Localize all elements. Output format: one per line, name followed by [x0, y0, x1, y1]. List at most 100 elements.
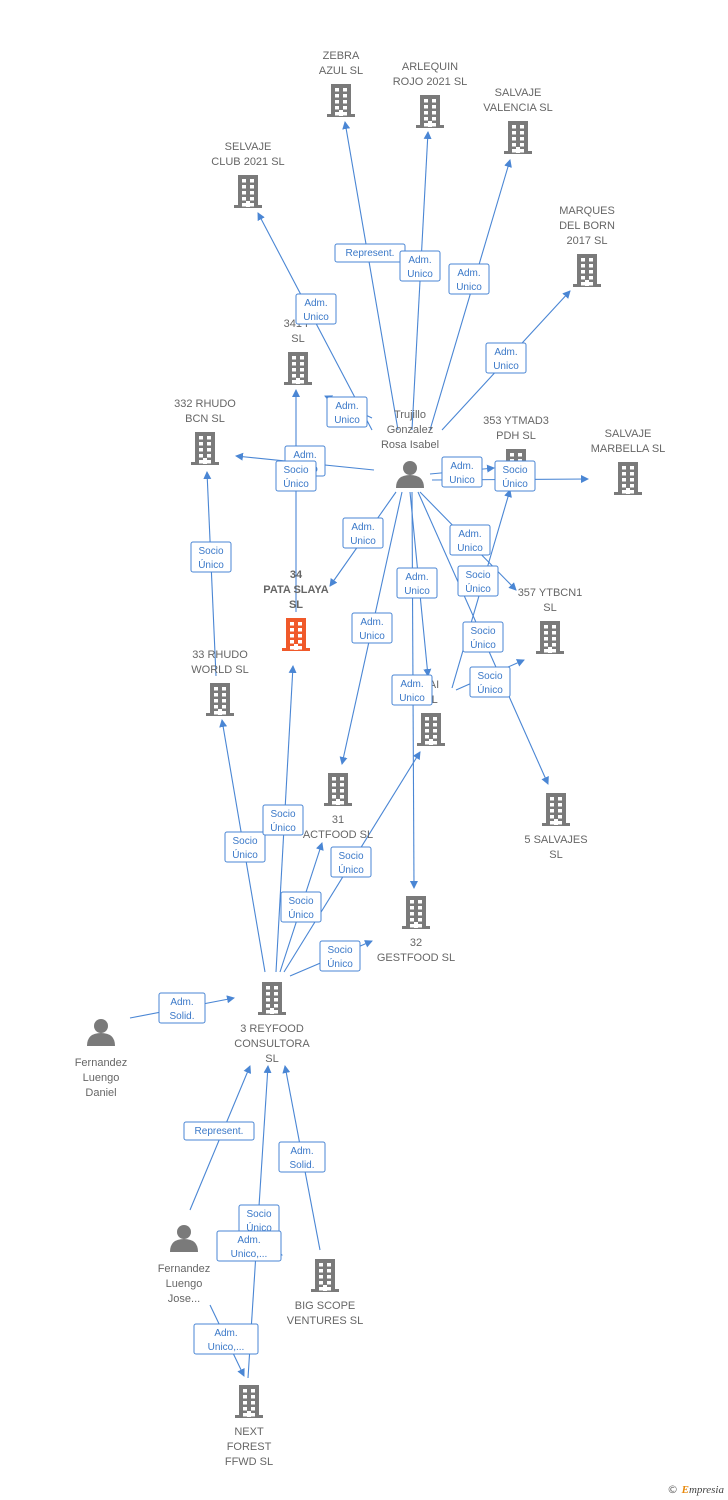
node-label: Gonzalez: [387, 424, 433, 436]
edge-label-text: Socio: [283, 465, 308, 476]
edge-label-box: [494, 460, 536, 492]
edge-label-fl_jose-to-reyfood[interactable]: Represent.: [183, 1121, 255, 1141]
node-label: Jose...: [168, 1293, 200, 1305]
node-label: VENTURES SL: [287, 1315, 363, 1327]
edge-label-trujillo-to-zebra[interactable]: Represent.: [334, 243, 406, 263]
node-label: AZUL SL: [319, 65, 363, 77]
edge-label-text: Unico: [399, 693, 425, 704]
edge-label-text: Socio: [288, 896, 313, 907]
edge-label-fl_jose-to-nextforest[interactable]: Adm.Unico,...: [193, 1323, 259, 1355]
node-label: Luengo: [83, 1072, 120, 1084]
edge-label-box: [295, 293, 337, 325]
node-label: 32: [410, 937, 422, 949]
node-label: PATA SLAYA: [263, 584, 328, 596]
edge-label-text: Adm.: [335, 401, 358, 412]
edge-label-text: Socio: [338, 851, 363, 862]
edge-label-trujillo-to-p341[interactable]: Adm.Unico: [326, 396, 368, 428]
edge-label-text: Adm.: [237, 1235, 260, 1246]
node-label: SL: [291, 333, 304, 345]
edge-label-text: Socio: [502, 465, 527, 476]
edge-label-box: [224, 831, 266, 863]
building-icon: [191, 432, 219, 465]
brand-logo: Empresia: [681, 1484, 724, 1496]
edge-label-trujillo-to-marques[interactable]: Adm.Unico: [485, 342, 527, 374]
edge-label-trujillo-to-actfood[interactable]: Adm.Unico: [351, 612, 393, 644]
edge-trujillo-to-zebra: [342, 121, 399, 431]
edge-label-text: Socio: [246, 1209, 271, 1220]
node-fl-jose[interactable]: FernandezLuengoJose...: [158, 1225, 211, 1305]
edge-label-box: [399, 250, 441, 282]
edge-label-fl_jose-to-bigscope[interactable]: Adm.Unico,...: [216, 1230, 282, 1262]
edge-label-box: [190, 541, 232, 573]
edge-label-text: Unico: [303, 312, 329, 323]
edge-label-box: [351, 612, 393, 644]
edge-label-text: Solid.: [289, 1160, 314, 1171]
edge-label-box: [462, 621, 504, 653]
edge-label-box: [193, 1323, 259, 1355]
node-label: CLUB 2021 SL: [211, 156, 284, 168]
edge-label-trujillo-to-ytbcn1[interactable]: Adm.Unico: [449, 524, 491, 556]
edge-label-box: [396, 567, 438, 599]
edge-label-text: Adm.: [408, 255, 431, 266]
node-label: SL: [549, 849, 562, 861]
edge-label-bigscope-to-reyfood[interactable]: Adm.Solid.: [278, 1141, 326, 1173]
edge-label-trujillo-to-ytmad3[interactable]: Adm.Unico: [441, 456, 483, 488]
node-label: NEXT: [234, 1426, 264, 1438]
edge-label-trujillo-to-arlequin[interactable]: Adm.Unico: [399, 250, 441, 282]
node-label: MARQUES: [559, 205, 615, 217]
node-p341[interactable]: 341 PSL: [284, 318, 313, 385]
edge-label-text: Único: [288, 908, 314, 921]
node-label: CONSULTORA: [234, 1038, 310, 1050]
footer-brand[interactable]: © Empresia: [667, 1483, 724, 1496]
edge-label-trujillo-to-gestfood[interactable]: Adm.Unico: [391, 674, 433, 706]
edge-label-trujillo-to-pata[interactable]: Adm.Unico: [342, 517, 384, 549]
node-label: Fernandez: [158, 1263, 211, 1275]
node-label: SL: [543, 602, 556, 614]
edge-label-trujillo-to-salvaje_valencia[interactable]: Adm.Unico: [448, 263, 490, 295]
edge-label-box: [330, 846, 372, 878]
node-label: 353 YTMAD3: [483, 415, 549, 427]
edge-label-trujillo-to-tai[interactable]: Adm.Unico: [396, 567, 438, 599]
node-label: ARLEQUIN: [402, 61, 458, 73]
node-label: SALVAJE: [495, 87, 542, 99]
edge-label-trujillo-to-selvaje_club[interactable]: Adm.Unico: [295, 293, 337, 325]
edge-label-text: Adm.: [405, 572, 428, 583]
edge-label-box: [278, 1141, 326, 1173]
edge-label-text: Único: [338, 863, 364, 876]
node-selvaje-club[interactable]: SELVAJE CLUB 2021 SL: [211, 141, 285, 208]
edge-label-text: Único: [477, 683, 503, 696]
node-label: SELVAJE: [225, 141, 272, 153]
edge-label-text: Socio: [465, 570, 490, 581]
edge-label-fl_daniel-to-reyfood[interactable]: Adm.Solid.: [158, 992, 206, 1024]
node-label: 5 SALVAJES: [524, 834, 587, 846]
node-salvajes5[interactable]: 5 SALVAJES SL: [524, 793, 588, 861]
building-icon: [258, 982, 286, 1015]
